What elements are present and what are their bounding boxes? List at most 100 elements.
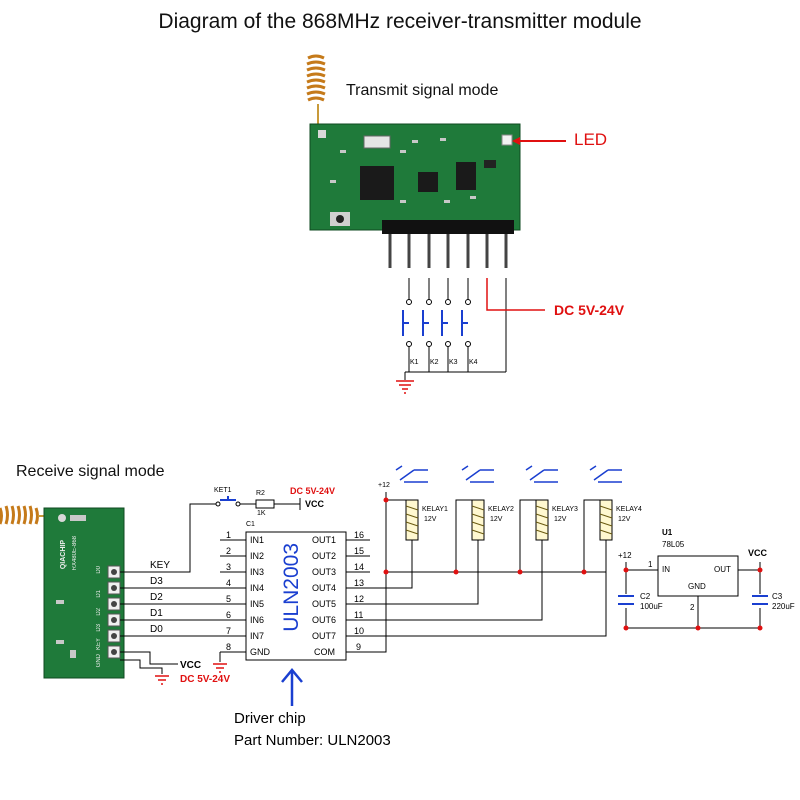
plus12-label: +12 — [378, 482, 390, 489]
driver-chip-label: Driver chip — [234, 710, 306, 727]
signal-d2: D2 — [150, 592, 163, 603]
signal-d3: D3 — [150, 576, 163, 587]
r2-label: R2 — [256, 490, 265, 497]
c2-value: 100uF — [640, 602, 663, 611]
regulator-vcc: VCC — [748, 548, 768, 558]
tx-header-pins — [388, 234, 508, 268]
chip-pin-name: GND — [250, 647, 270, 657]
tx-power-wire — [486, 278, 545, 311]
chip-pin-no: 16 — [354, 530, 365, 540]
chip-pin-no: 1 — [226, 530, 232, 540]
regulator-part: 78L05 — [662, 540, 685, 549]
chip-pin-no: 15 — [354, 546, 365, 556]
rx-module-brand: QIACHIP — [60, 540, 67, 570]
key-label-k3: K3 — [449, 359, 458, 366]
chip-pin-name: IN1 — [250, 535, 265, 545]
chip-pin-name: IN7 — [250, 631, 265, 641]
c2-label: C2 — [640, 592, 651, 601]
chip-pin-name: OUT3 — [312, 567, 337, 577]
chip-pin-no: 12 — [354, 594, 365, 604]
chip-name: ULN2003 — [280, 543, 303, 632]
chip-pin-name: IN6 — [250, 615, 265, 625]
chip-pin-name: OUT1 — [312, 535, 337, 545]
key-label-k2: K2 — [430, 359, 439, 366]
relay2-name: KELAY2 — [488, 506, 514, 513]
relay-contacts — [395, 465, 622, 483]
rx-pin-d1: D1 — [96, 590, 102, 598]
signal-d0: D0 — [150, 624, 163, 635]
regulator-gnd: GND — [688, 582, 706, 591]
chip-pin-no: 11 — [354, 610, 364, 620]
signal-key: KEY — [150, 560, 171, 571]
led-label: LED — [574, 130, 608, 149]
relay2-volt: 12V — [490, 516, 503, 523]
c3-label: C3 — [772, 592, 783, 601]
chip-pin-no: 2 — [226, 546, 232, 556]
regulator-pin1: 1 — [648, 560, 653, 569]
tx-power-label: DC 5V-24V — [554, 302, 625, 318]
chip-pin-name: IN5 — [250, 599, 265, 609]
chip-pin-no: 14 — [354, 562, 365, 572]
chip-ref: C1 — [246, 521, 255, 528]
relay3-name: KELAY3 — [552, 506, 578, 513]
switch-power-label: DC 5V-24V — [290, 486, 336, 496]
driver-chip-arrow — [281, 668, 303, 706]
relay4-volt: 12V — [618, 516, 631, 523]
c3-value: 220uF — [772, 602, 795, 611]
regulator-out: OUT — [714, 565, 731, 574]
uln2003-chip — [245, 531, 347, 661]
chip-pin-no: 9 — [356, 642, 362, 652]
key-label-k4: K4 — [469, 359, 478, 366]
chip-pin-name: COM — [314, 647, 335, 657]
rx-pin-key: KEY — [96, 638, 102, 651]
chip-pin-name: OUT5 — [312, 599, 337, 609]
regulator-pin2: 2 — [690, 603, 695, 612]
transmit-mode-label: Transmit signal mode — [346, 82, 499, 99]
chip-pin-no: 4 — [226, 578, 232, 588]
rx-pin-gnd: GND — [96, 654, 102, 668]
junction-dots — [383, 497, 587, 575]
key-switch-ket1 — [210, 496, 301, 510]
key-label-k1: K1 — [410, 359, 419, 366]
receive-mode-label: Receive signal mode — [16, 463, 165, 480]
part-number-label: Part Number: ULN2003 — [234, 732, 391, 749]
chip-pin-name: IN2 — [250, 551, 265, 561]
rx-pin-d2: D2 — [96, 608, 102, 616]
led-arrow — [512, 137, 566, 145]
ket1-label: KET1 — [214, 487, 232, 494]
rx-pin-d0: D0 — [96, 566, 102, 574]
relay1-volt: 12V — [424, 516, 437, 523]
rx-module-model: RX480E-868 — [72, 536, 78, 571]
chip-pin-no: 10 — [354, 626, 365, 636]
chip-pin-name: IN4 — [250, 583, 265, 593]
relay-coils — [405, 499, 613, 541]
chip-pin-no: 13 — [354, 578, 365, 588]
rx-ground-symbols — [155, 663, 227, 685]
relay3-volt: 12V — [554, 516, 567, 523]
tx-antenna-spring — [306, 54, 326, 128]
chip-pin-name: IN3 — [250, 567, 265, 577]
regulator-78l05 — [618, 555, 768, 631]
relay-coil-windings — [405, 505, 613, 535]
signal-d1: D1 — [150, 608, 163, 619]
regulator-ref: U1 — [662, 528, 673, 537]
relay1-name: KELAY1 — [422, 506, 448, 513]
tx-pcb-board — [309, 123, 521, 234]
tx-key-switches — [402, 278, 507, 380]
chip-output-wires — [346, 492, 607, 653]
chip-pin-no: 3 — [226, 562, 232, 572]
regulator-in: IN — [662, 565, 670, 574]
switch-vcc-label: VCC — [305, 499, 325, 509]
chip-pin-no: 5 — [226, 594, 232, 604]
chip-pin-name: OUT2 — [312, 551, 337, 561]
r2-value: 1K — [257, 510, 266, 517]
rx-power-label: DC 5V-24V — [180, 674, 231, 685]
chip-pin-no: 6 — [226, 610, 232, 620]
rx-vcc-label: VCC — [180, 660, 202, 671]
rx-pcb-board — [43, 507, 125, 679]
rx-signal-wires — [120, 503, 246, 674]
tx-ground-symbol — [396, 380, 414, 394]
chip-pin-name: OUT7 — [312, 631, 337, 641]
